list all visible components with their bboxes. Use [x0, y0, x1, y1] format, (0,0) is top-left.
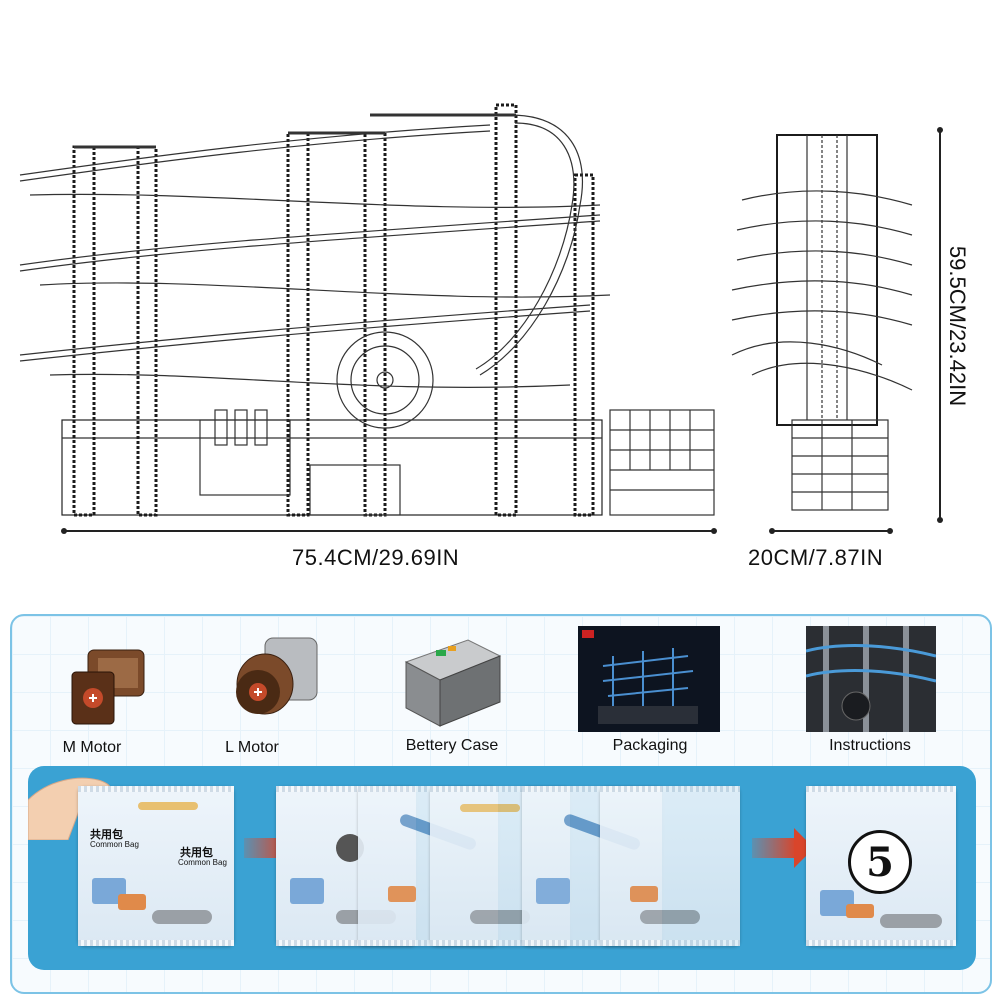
- brick-orange: [118, 894, 146, 910]
- tread-gray: [880, 914, 942, 928]
- packaging-photo: [578, 626, 720, 732]
- width-side-dimension-line: [772, 530, 890, 532]
- m-motor-label: M Motor: [62, 739, 122, 756]
- tread-gray: [640, 910, 700, 924]
- height-dot-top: [937, 127, 943, 133]
- l-motor-label: L Motor: [225, 739, 279, 756]
- brick-orange: [846, 904, 874, 918]
- common-bag-en-label-2: Common Bag: [178, 858, 227, 867]
- battery-case-label: Bettery Case: [405, 737, 499, 754]
- m-motor-icon: [71, 649, 145, 725]
- tread-gray: [470, 910, 530, 924]
- common-bag-en-label: Common Bag: [90, 840, 139, 849]
- width-front-dimension-line: [64, 530, 714, 532]
- instructions-photo: [806, 626, 936, 732]
- brick-blue: [290, 878, 324, 904]
- common-bag: 共用包 Common Bag 共用包 Common Bag: [78, 786, 234, 946]
- instructions-label: Instructions: [829, 737, 911, 754]
- bag-number-badge: 5: [848, 830, 912, 894]
- brick-blue: [536, 878, 570, 904]
- common-bag-cn-label-2: 共用包: [180, 847, 213, 859]
- bag-number: 5: [866, 838, 894, 886]
- beam-yellow: [460, 804, 520, 812]
- packaging-label: Packaging: [612, 737, 688, 754]
- brick-orange: [630, 886, 658, 902]
- side-view-drawing: [731, 134, 913, 511]
- height-label: 59.5CM/23.42IN: [945, 245, 970, 407]
- parts-bag-5: [600, 786, 740, 946]
- width-side-dot-right: [887, 528, 893, 534]
- width-front-label: 75.4CM/29.69IN: [292, 545, 460, 570]
- tread-gray: [152, 910, 212, 924]
- common-bag-cn-label: 共用包: [90, 829, 123, 841]
- l-motor-icon: [236, 637, 318, 715]
- height-dimension-line: [939, 130, 941, 520]
- beam-yellow: [138, 802, 198, 810]
- battery-case-icon: [404, 639, 502, 727]
- width-side-dot-left: [769, 528, 775, 534]
- width-front-dot-left: [61, 528, 67, 534]
- brick-orange: [388, 886, 416, 902]
- width-front-dot-right: [711, 528, 717, 534]
- height-dot-bottom: [937, 517, 943, 523]
- numbered-bag: 5: [806, 786, 956, 946]
- front-view-drawing: [19, 103, 715, 517]
- width-side-label: 20CM/7.87IN: [748, 545, 884, 570]
- arrow-2: [752, 828, 814, 868]
